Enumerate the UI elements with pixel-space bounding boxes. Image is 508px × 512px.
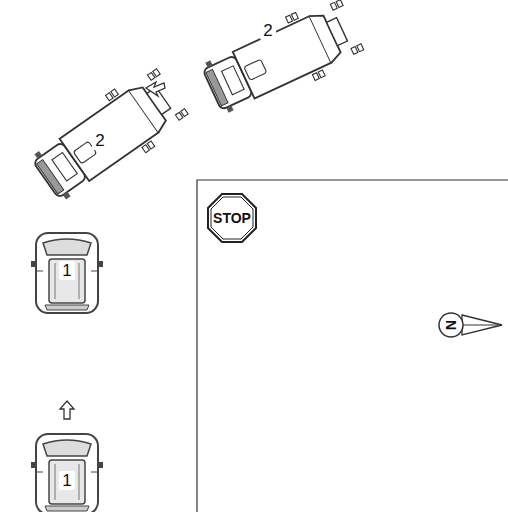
north-circle <box>439 313 463 337</box>
north-arrow <box>462 315 502 335</box>
car-position-2 <box>31 233 103 313</box>
stop-sign-text: STOP <box>213 211 251 225</box>
north-arrow-line <box>462 325 502 326</box>
travel-arrow <box>146 82 165 96</box>
truck-position-2 <box>26 63 193 209</box>
vehicle-number: 1 <box>59 471 74 490</box>
north-label: N <box>444 320 458 330</box>
stop-sign-inner <box>211 197 253 239</box>
truck-position-1 <box>197 0 367 122</box>
vehicle-number: 1 <box>59 261 74 280</box>
curb-line <box>197 180 508 512</box>
vehicle-number: 2 <box>260 21 275 40</box>
travel-arrow <box>60 401 74 419</box>
car-position-1 <box>31 434 103 512</box>
vehicle-number: 2 <box>92 131 107 150</box>
stop-sign <box>208 194 256 242</box>
